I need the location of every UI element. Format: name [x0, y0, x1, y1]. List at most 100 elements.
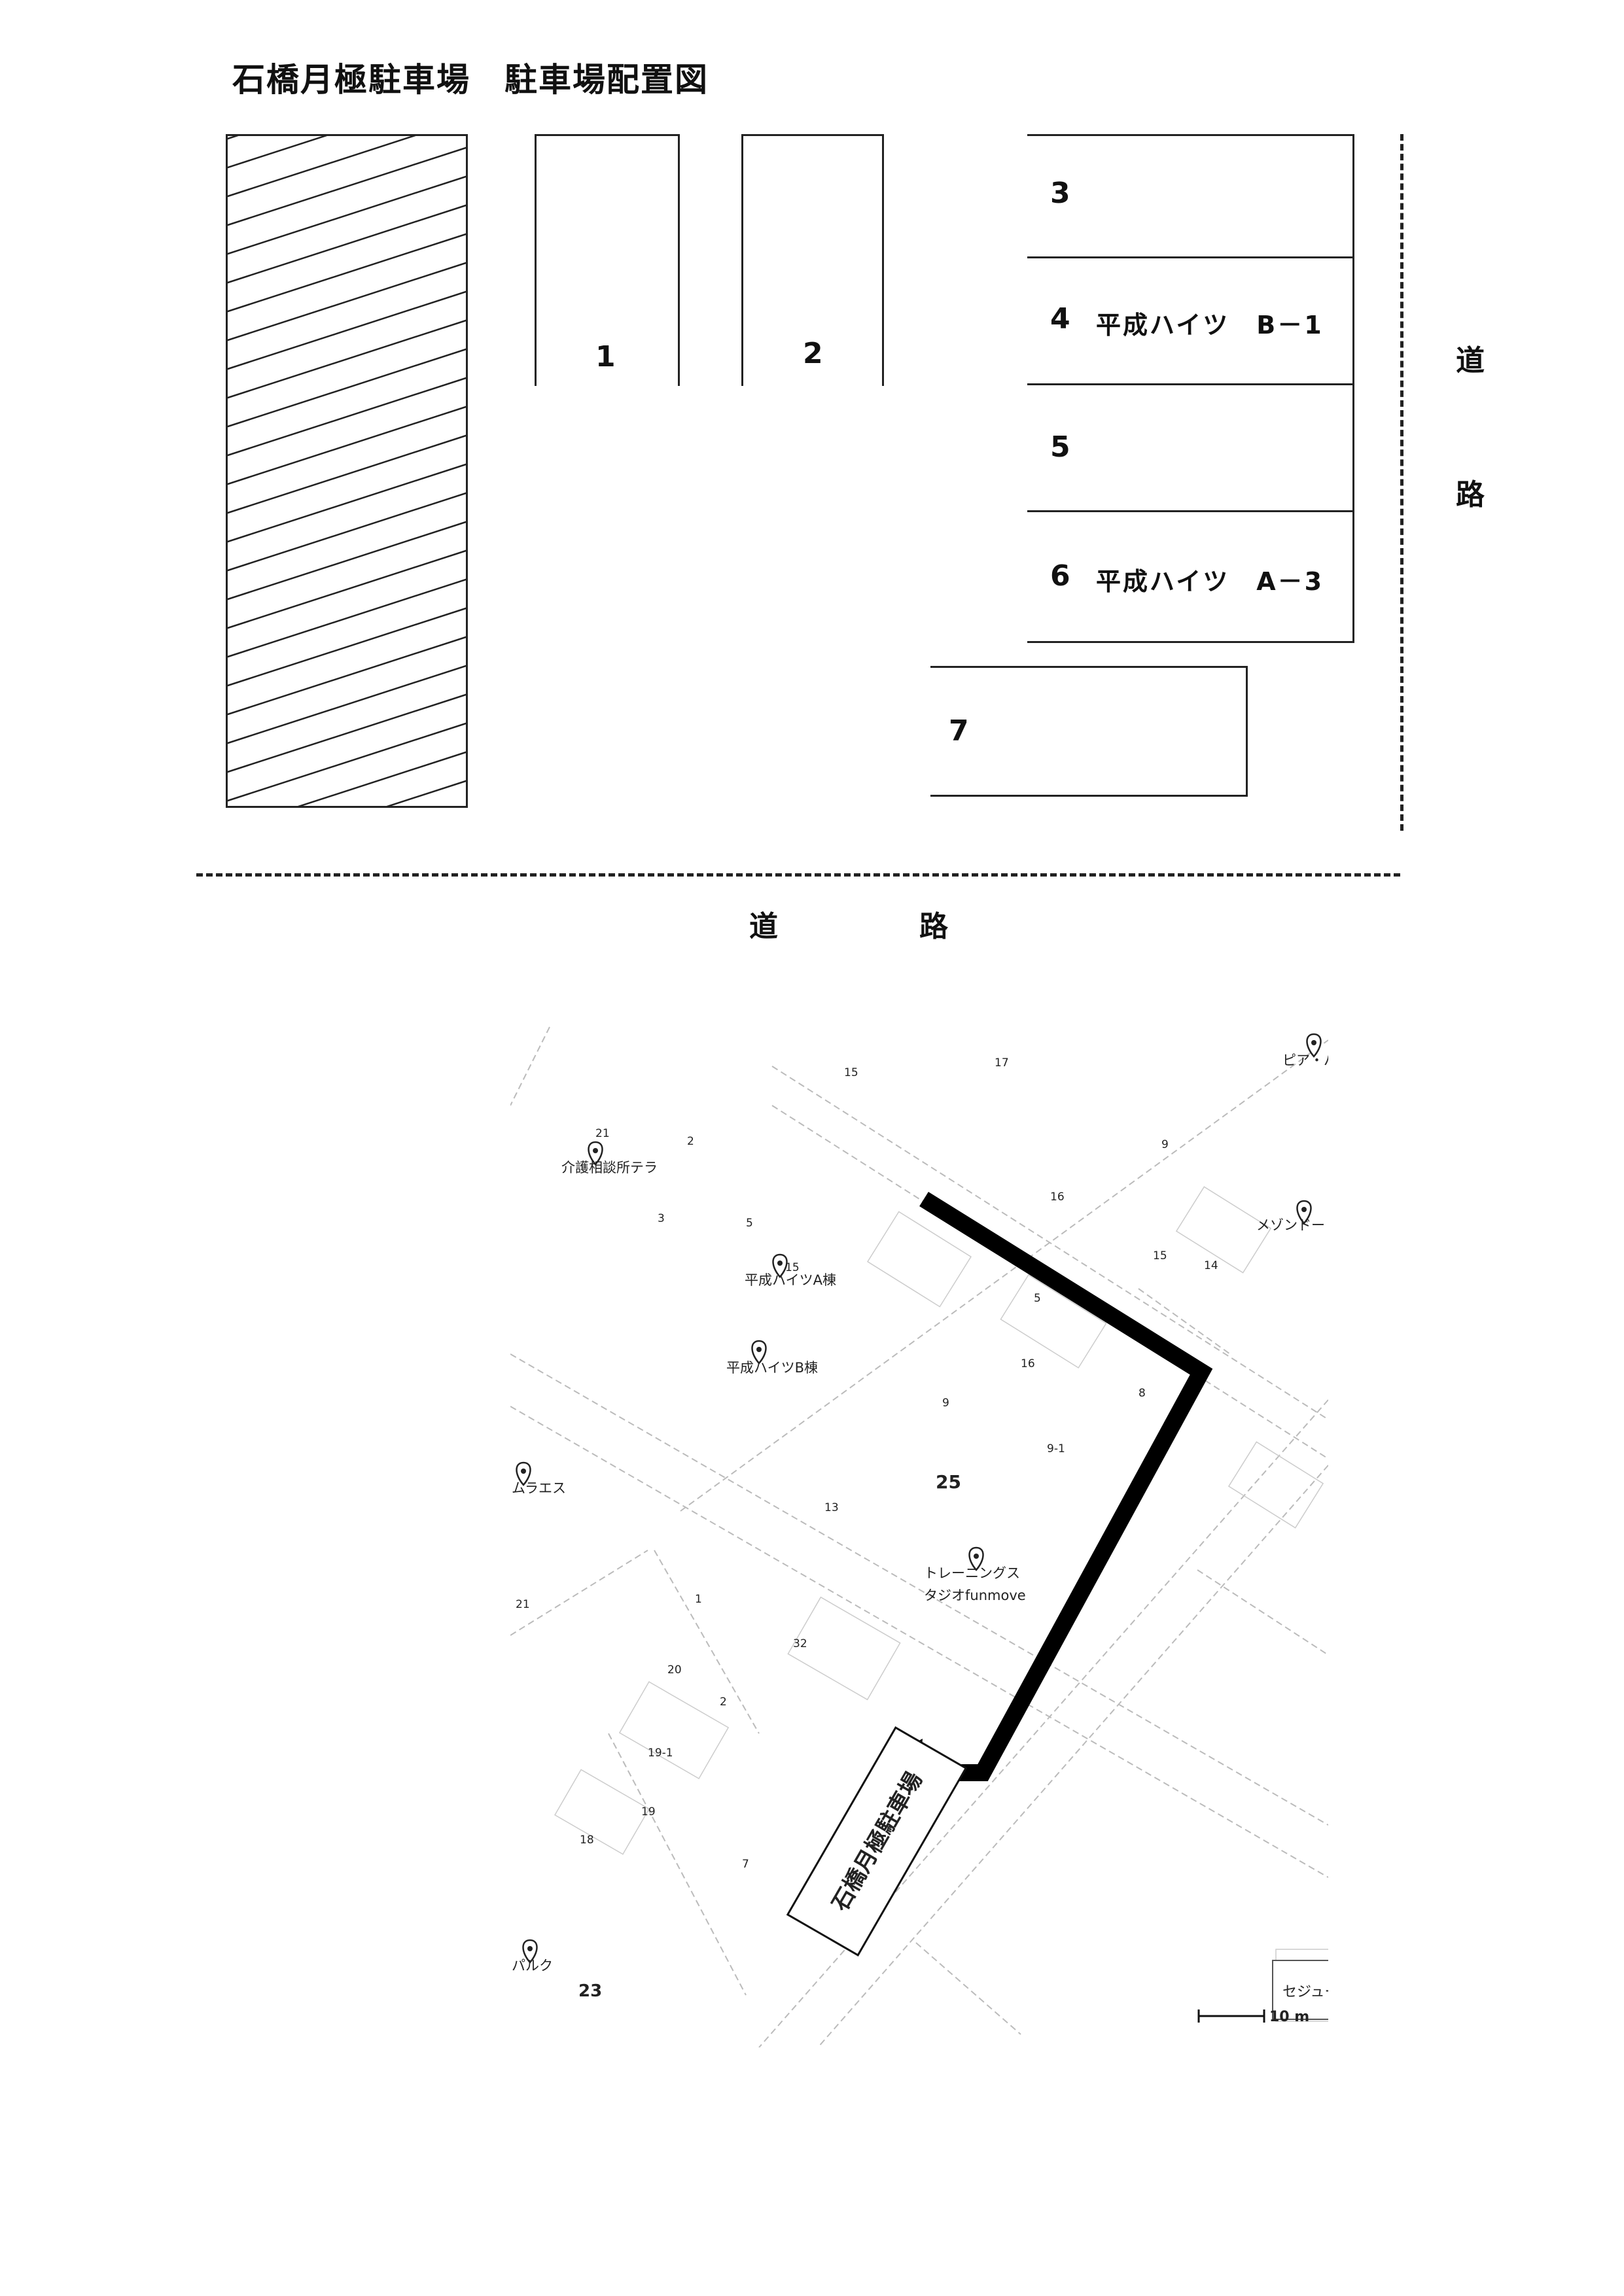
block-number: 2: [687, 1135, 694, 1148]
parking-slot-6: [1027, 510, 1354, 643]
block-number: 15: [785, 1261, 800, 1274]
hatch-line: [226, 606, 468, 687]
map-pin-dot: [756, 1347, 762, 1352]
block-number: 14: [1204, 1259, 1218, 1272]
road-right-line: [1400, 134, 1403, 831]
hatch-line: [226, 578, 468, 659]
road-bottom-line: [196, 873, 1400, 877]
hatch-line: [226, 520, 468, 601]
block-number: 5: [746, 1217, 753, 1230]
map-pin-label: 介護相談所テラ: [561, 1160, 658, 1175]
hatch-line: [291, 750, 468, 808]
block-number: 16: [1021, 1357, 1035, 1370]
map-streets: [510, 1026, 1328, 2047]
map-buildings: [554, 1186, 1328, 2022]
hatch-line: [226, 664, 468, 745]
hatch-line: [226, 549, 468, 630]
parking-slot-3: [1027, 134, 1354, 258]
hatch-line: [226, 134, 334, 169]
map-pin-dot: [974, 1554, 979, 1559]
map-pin-dot: [777, 1261, 783, 1266]
hatch-line: [226, 175, 468, 256]
block-number: 23: [578, 1981, 602, 2001]
hatch-line: [226, 290, 468, 371]
slot-5-number: 5: [1050, 430, 1070, 464]
block-number: 15: [1153, 1249, 1167, 1262]
parking-slot-2: [741, 134, 884, 386]
parking-lot-box: 石橋月極駐車場: [786, 1726, 968, 1957]
slot-4-number: 4: [1050, 302, 1070, 336]
block-number: 21: [516, 1598, 530, 1611]
block-number: 18: [580, 1834, 594, 1847]
scale-bar: [1197, 2009, 1265, 2023]
parking-slot-1: [535, 134, 680, 386]
hatch-line: [226, 491, 468, 572]
hatch-line: [226, 434, 468, 515]
block-number: 19-1: [648, 1747, 673, 1760]
block-number: 16: [1050, 1191, 1065, 1204]
block-number: 2: [720, 1696, 727, 1709]
hatch-line: [226, 405, 468, 486]
hatch-line: [226, 203, 468, 285]
slot-7-number: 7: [949, 714, 969, 748]
hatch-line: [226, 261, 468, 342]
hatch-line: [226, 693, 468, 774]
scale-label: 10 m: [1269, 2009, 1309, 2025]
hatch-line: [226, 462, 468, 544]
hatch-line: [226, 134, 423, 198]
map-pin-dot: [593, 1148, 598, 1153]
road-bottom-label-1: 道: [749, 910, 778, 943]
page-title: 石橋月極駐車場 駐車場配置図: [232, 61, 709, 99]
slot-6-label: 平成ハイツ A－3: [1096, 567, 1324, 596]
block-number: 7: [742, 1858, 749, 1871]
hatch-line: [226, 319, 468, 400]
poi-box-label: セジュー: [1282, 1984, 1328, 2000]
slot-1-number: 1: [595, 340, 616, 374]
map-pin-label: タジオfunmove: [924, 1588, 1026, 1603]
map-pin-dot: [1311, 1040, 1316, 1045]
block-number: 1: [695, 1593, 702, 1606]
slot-6-number: 6: [1050, 559, 1070, 593]
hatch-line: [380, 779, 468, 808]
map-pin-dot: [521, 1469, 526, 1474]
block-number: 9-1: [1047, 1442, 1065, 1455]
slot-2-number: 2: [803, 337, 823, 370]
road-right-label-1: 道: [1456, 344, 1485, 377]
hatched-building: [226, 134, 468, 808]
block-number: 8: [1139, 1387, 1146, 1400]
poi-box: [1272, 1960, 1328, 2020]
road-right-label-2: 路: [1456, 478, 1485, 512]
block-number: 21: [595, 1127, 610, 1140]
map-pin-label: ムラエス: [512, 1480, 566, 1496]
block-number: 5: [1034, 1292, 1041, 1305]
slot-3-number: 3: [1050, 177, 1070, 210]
hatch-line: [226, 722, 468, 803]
map-pin-dot: [1301, 1207, 1307, 1212]
block-number: 9: [942, 1397, 949, 1410]
block-number: 32: [793, 1637, 807, 1650]
hatch-line: [226, 232, 468, 313]
block-number: 25: [936, 1471, 961, 1493]
map-pins: ピア・パ介護相談所テラメゾンドー平成ハイツA棟平成ハイツB棟ムラエストレーニング…: [512, 1033, 1328, 1974]
block-number: 15: [844, 1066, 858, 1079]
map-pin-label: 平成ハイツA棟: [745, 1272, 836, 1288]
parking-slot-5: [1027, 383, 1354, 512]
map-pin-dot: [527, 1946, 533, 1951]
map-pin-label: メゾンドー: [1256, 1217, 1325, 1233]
block-number: 20: [667, 1663, 682, 1677]
location-map: 石橋月極駐車場 ピア・パ介護相談所テラメゾンドー平成ハイツA棟平成ハイツB棟ムラ…: [510, 1026, 1328, 2047]
block-number: 3: [658, 1212, 665, 1225]
road-bottom-label-2: 路: [919, 910, 948, 943]
hatch-line: [226, 146, 468, 227]
block-number: 19: [641, 1805, 656, 1818]
slot-4-label: 平成ハイツ B－1: [1096, 311, 1324, 339]
parking-slot-7: [930, 666, 1248, 797]
block-number: 9: [1161, 1138, 1169, 1151]
map-pin-label: ピア・パ: [1282, 1052, 1328, 1068]
map-pin-label: 平成ハイツB棟: [726, 1360, 818, 1376]
hatch-line: [226, 376, 468, 457]
hatch-line: [226, 347, 468, 428]
map-pin-label: トレーニングス: [924, 1565, 1020, 1581]
hatch-line: [226, 635, 468, 716]
